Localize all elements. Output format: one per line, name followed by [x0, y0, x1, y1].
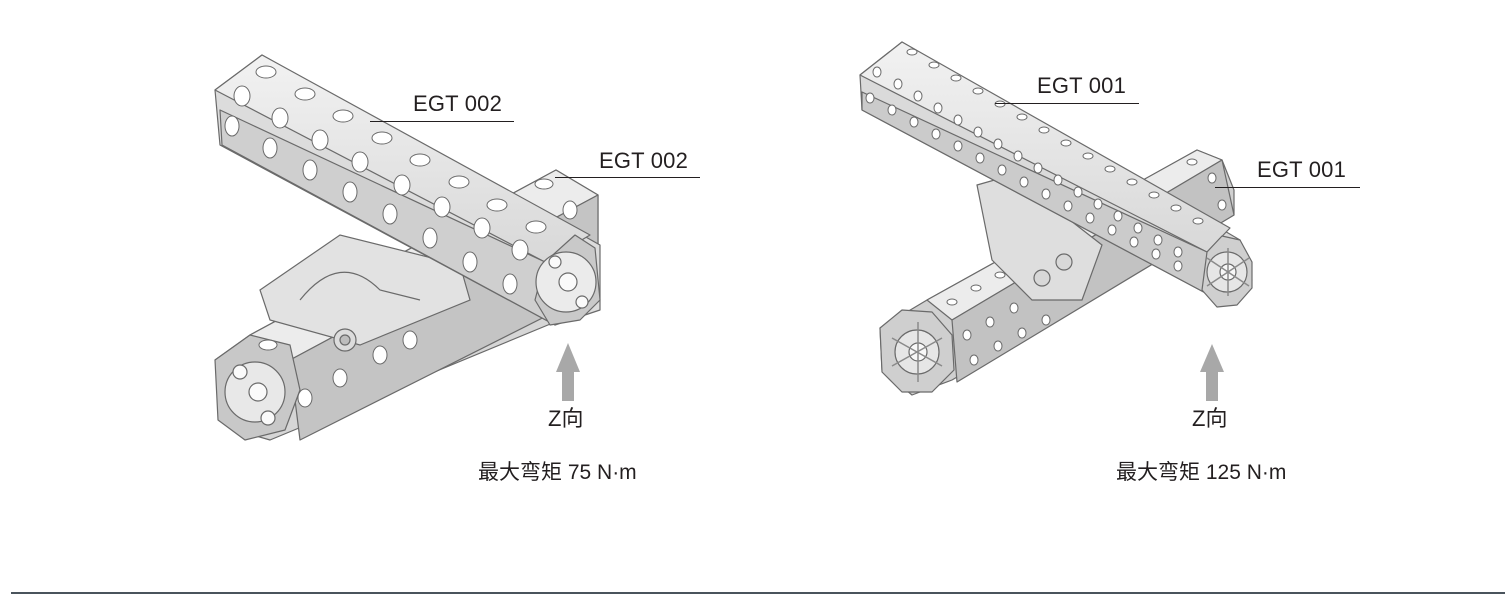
tube-holes — [865, 48, 1227, 366]
up-arrow-icon — [1200, 344, 1224, 401]
max-bending-moment-caption: 最大弯矩 125 N·m — [1116, 461, 1287, 484]
figure-right-egt001-connection: EGT 001 EGT 001 Z向 最大弯矩 125 N·m — [752, 0, 1505, 560]
z-direction-label: Z向 — [548, 406, 584, 431]
callout-leader-line — [995, 103, 1139, 104]
callout-label-lower-tube: EGT 001 — [1257, 157, 1347, 182]
connector-bracket — [259, 234, 471, 352]
z-direction-label: Z向 — [1192, 406, 1228, 431]
up-arrow-icon — [556, 343, 580, 401]
callout-leader-line — [555, 177, 700, 178]
tube-holes — [224, 65, 578, 408]
tube-connector-illustration-left — [214, 54, 601, 441]
callout-label-lower-tube: EGT 002 — [599, 148, 689, 173]
tube-connector-illustration-right — [859, 41, 1253, 401]
callout-label-upper-tube: EGT 002 — [413, 91, 503, 116]
bottom-divider-rule — [11, 592, 1505, 594]
figure-left-egt002-connection: EGT 002 EGT 002 Z向 最大弯矩 75 N·m — [0, 0, 752, 560]
callout-leader-line — [370, 121, 514, 122]
max-bending-moment-caption: 最大弯矩 75 N·m — [478, 461, 637, 484]
callout-label-upper-tube: EGT 001 — [1037, 73, 1127, 98]
callout-leader-line — [1215, 187, 1360, 188]
